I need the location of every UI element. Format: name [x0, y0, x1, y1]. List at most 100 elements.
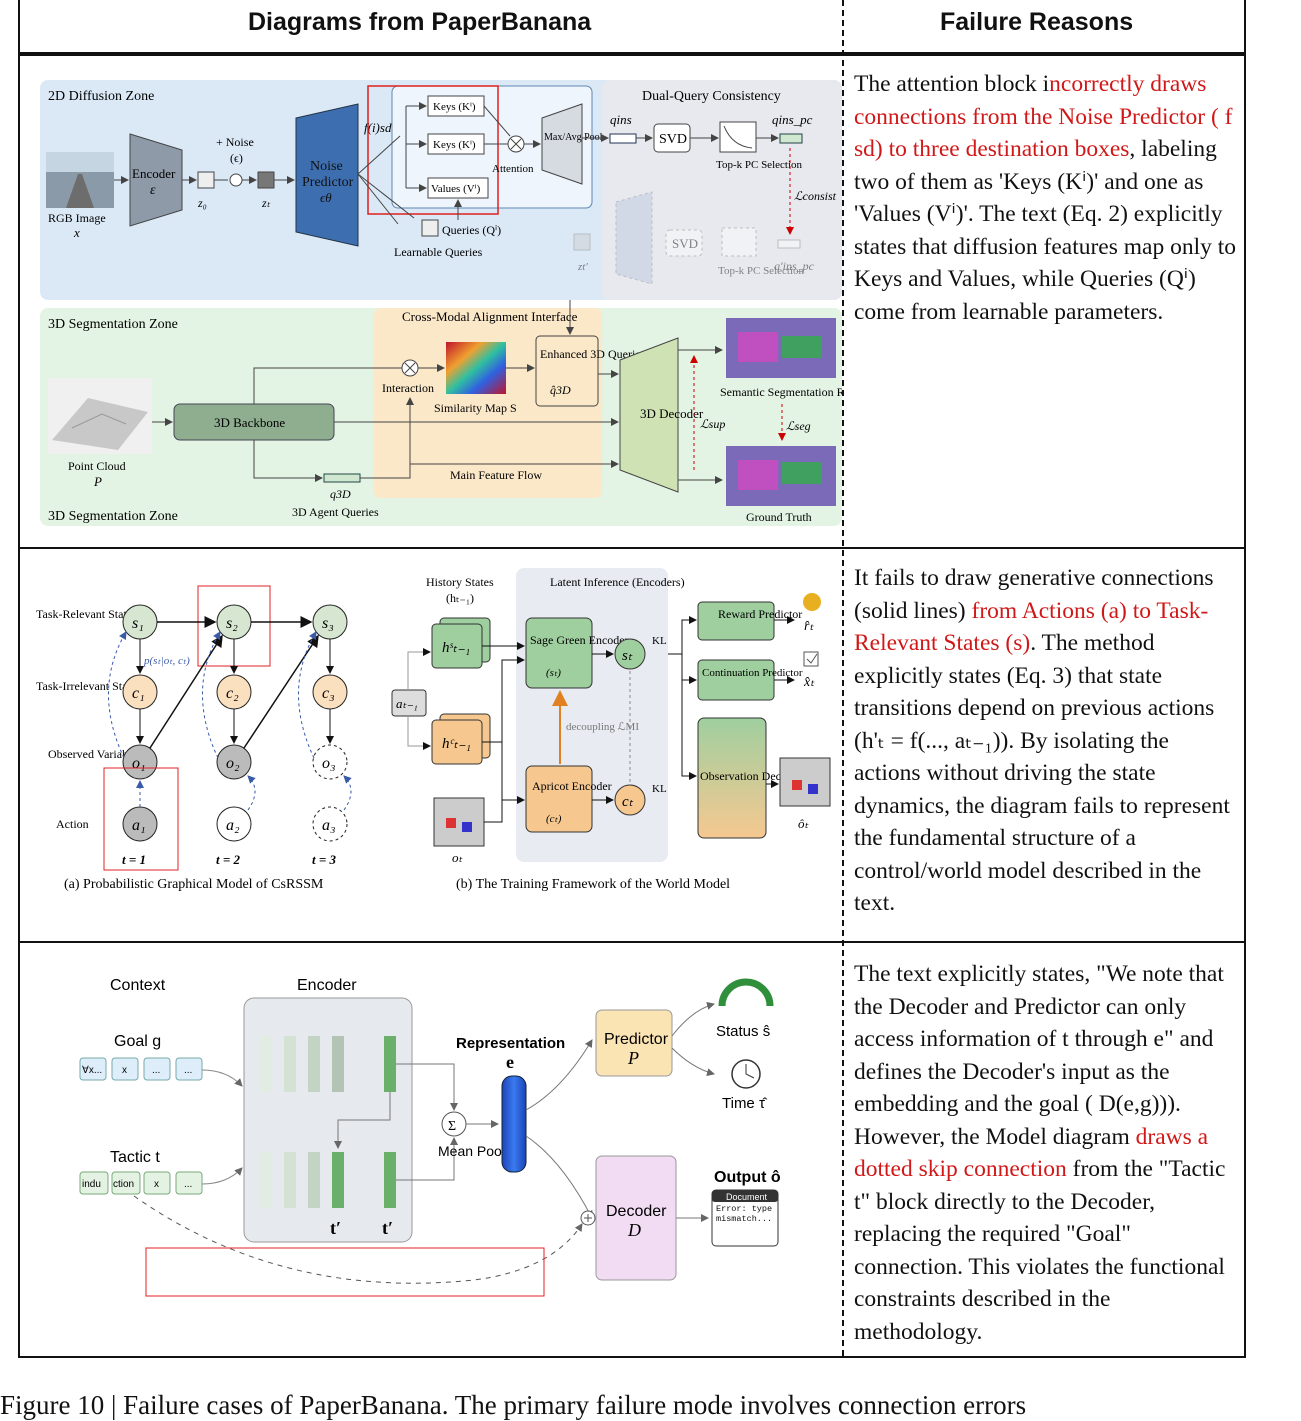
zt-cube: [257, 171, 275, 189]
predictor-box: [595, 1009, 673, 1077]
label-svd: SVD: [659, 132, 687, 147]
label-o-t: oₜ: [452, 850, 464, 865]
o-label-2: o₂: [226, 755, 240, 772]
label-t-prime-2: t′: [382, 1218, 393, 1238]
label-decoder-3d: 3D Decoder: [640, 406, 704, 421]
label-q3d: q3D: [330, 487, 351, 501]
document-header: [712, 1190, 778, 1202]
o-label-1: o₁: [132, 755, 146, 772]
header-diagrams: Diagrams from PaperBanana: [248, 8, 592, 36]
label-agent-queries: 3D Agent Queries: [292, 505, 379, 519]
label-main-flow: Main Feature Flow: [450, 468, 542, 482]
label-continuation: Continuation Predictor: [702, 667, 803, 679]
label-task-relevant: Task-Relevant States: [36, 607, 137, 621]
tactic-token-4: ...: [184, 1179, 192, 1190]
tactic-token-1: indu: [82, 1179, 101, 1190]
label-decoder-d: D: [627, 1220, 641, 1240]
label-obs-decoder: Observation Decoder: [700, 769, 802, 783]
c-label-2: c₂: [226, 685, 239, 702]
label-task-irrelevant: Task-Irrelevant States: [36, 679, 141, 693]
row-divider-2: [20, 941, 1244, 943]
goal-token-3: ...: [152, 1065, 160, 1076]
z0-cube: [197, 171, 215, 189]
decoder-3d-block: [619, 337, 679, 493]
tactic-token-row: [79, 1171, 203, 1195]
dotted-skip-connection: [133, 1195, 583, 1284]
label-representation: Representation: [456, 1035, 565, 1052]
label-decoder: Decoder: [606, 1203, 667, 1220]
label-topk-ghost: Top-k PC Selection: [718, 265, 805, 277]
label-noise-predictor-1: Noise: [310, 159, 343, 174]
noise-predictor-block: [295, 103, 359, 247]
error-highlight-skip: [145, 1247, 545, 1297]
header-failure-reasons: Failure Reasons: [940, 8, 1134, 36]
error-highlight-box: [367, 85, 499, 215]
label-ground-truth: Ground Truth: [746, 510, 812, 524]
label-pool: Max/Avg Pool: [544, 132, 603, 143]
label-zt-prime: zt′: [577, 261, 588, 273]
label-context: Context: [110, 977, 166, 994]
label-attention: Attention: [492, 163, 534, 175]
label-rep-e: e: [506, 1052, 514, 1072]
goal-token-1: ∀x...: [82, 1065, 102, 1076]
tactic-token-2: ction: [113, 1179, 134, 1190]
label-encoder-sym: ε: [150, 183, 156, 198]
goal-token-2: x: [122, 1065, 127, 1076]
st-node: [614, 638, 646, 670]
label-predictor: Predictor: [604, 1031, 669, 1048]
label-latent: Latent Inference (Encoders): [550, 575, 685, 589]
label-q3d-hat: q̂3D: [550, 383, 571, 397]
check-icon: [803, 651, 819, 667]
label-keys-1: Keys (Kⁱ): [433, 101, 476, 113]
a-label-2: a₂: [226, 817, 240, 834]
label-topk: Top-k PC Selection: [716, 159, 803, 171]
label-h-s: hˢₜ₋₁: [442, 640, 470, 656]
similarity-map: [446, 342, 506, 394]
label-o-hat: ôₜ: [798, 816, 810, 831]
label-2d-zone: 2D Diffusion Zone: [48, 89, 154, 104]
label-kl-1: KL: [652, 635, 667, 647]
label-x-hat: x̂ₜ: [803, 675, 815, 690]
label-r-hat: r̂ₜ: [804, 619, 814, 634]
label-noise-predictor-2: Predictor: [302, 175, 354, 190]
label-3d-zone-top: 3D Segmentation Zone: [48, 317, 178, 332]
reward-predictor-box: [697, 601, 775, 641]
reason-row-2: It fails to draw generative connections …: [854, 562, 1240, 920]
encoder-top-bars: [260, 1036, 396, 1092]
reason-1-part-1: The attention block i: [854, 71, 1050, 97]
diagram-diffusion-segmentation: 2D Diffusion Zone Dual-Query Consistency…: [40, 80, 842, 526]
caption-a: (a) Probabilistic Graphical Model of CsR…: [64, 877, 324, 892]
label-zt: zₜ: [261, 196, 271, 210]
t-label-1: t = 1: [122, 852, 146, 867]
pool-block: [541, 103, 583, 185]
label-enhanced: Enhanced 3D Queries: [540, 347, 646, 361]
label-status: Status ŝ: [716, 1023, 770, 1040]
a-label-1: a₁: [132, 817, 146, 834]
reason-2-part-1: It fails to draw generative connections …: [854, 565, 1214, 624]
goal-token-row: [79, 1057, 203, 1081]
row-divider-1: [20, 547, 1244, 549]
label-predictor-p: P: [627, 1048, 639, 1068]
label-observed: Observed Variables: [48, 747, 142, 761]
figure-caption: Figure 10 | Failure cases of PaperBanana…: [0, 1390, 1027, 1420]
label-q-ins-pc-ghost: q′ins_pc: [774, 259, 815, 273]
label-encoder: Encoder: [132, 166, 176, 181]
label-reward: Reward Predictor: [718, 607, 802, 621]
label-st: sₜ: [622, 648, 633, 664]
label-3d-zone-bottom: 3D Segmentation Zone: [48, 509, 178, 524]
label-action: Action: [56, 817, 89, 831]
label-sage: Sage Green Encoder: [530, 633, 629, 647]
label-point-p: P: [93, 474, 102, 489]
label-queries: Queries (Qⁱ): [442, 223, 501, 237]
s-label-2: s₂: [226, 615, 238, 632]
label-backbone: 3D Backbone: [214, 415, 285, 430]
o-label-3: o₃: [322, 755, 336, 772]
sum-symbol: Σ: [448, 1119, 456, 1134]
label-cross-modal: Cross-Modal Alignment Interface: [402, 309, 578, 324]
o-node-1: [122, 744, 158, 780]
sage-encoder-box: [525, 617, 593, 689]
comparison-table: Diagrams from PaperBanana Failure Reason…: [18, 0, 1246, 1358]
label-values: Values (Vⁱ): [431, 183, 481, 195]
label-learnable-queries: Learnable Queries: [394, 245, 483, 259]
a-prev-box: [391, 689, 427, 717]
